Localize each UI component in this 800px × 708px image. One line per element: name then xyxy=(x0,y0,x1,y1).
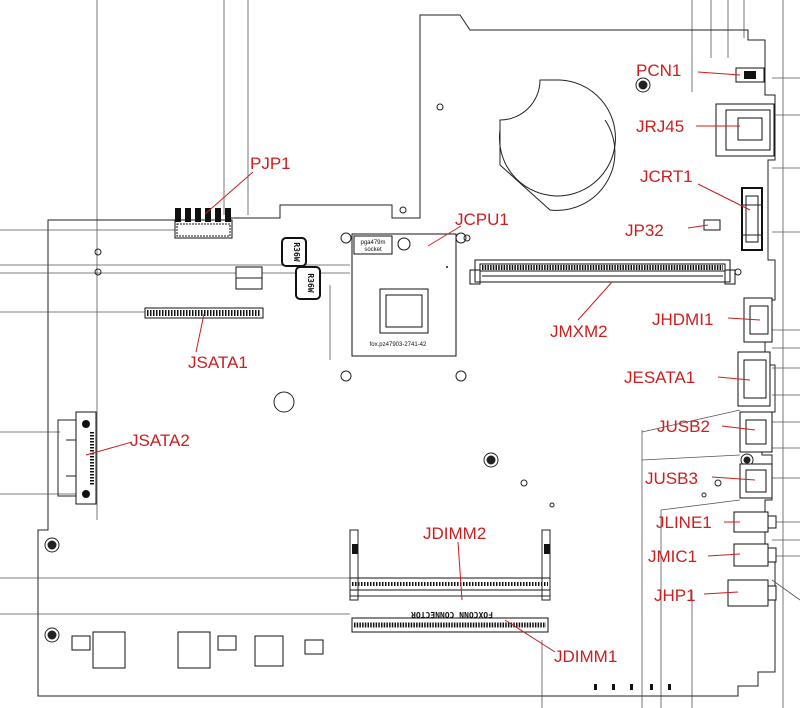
r36w-label-b: R36W xyxy=(306,273,315,292)
jrj45-connector[interactable] xyxy=(715,103,775,157)
label-jcrt1: JCRT1 xyxy=(640,167,693,186)
leader-lines xyxy=(85,71,761,653)
label-pcn1: PCN1 xyxy=(636,61,681,80)
label-jsata2: JSATA2 xyxy=(130,431,190,450)
jsata2-connector[interactable] xyxy=(57,411,97,505)
label-jline1: JLINE1 xyxy=(656,513,712,532)
jline1-connector[interactable] xyxy=(733,511,777,533)
label-jmic1: JMIC1 xyxy=(648,547,697,566)
jmic1-connector[interactable] xyxy=(733,543,777,567)
jsata1-connector[interactable] xyxy=(144,307,264,319)
jcrt1-connector[interactable] xyxy=(741,187,763,251)
jusb3-connector[interactable] xyxy=(739,463,773,499)
jdimm1-connector[interactable]: FOXCONN CONNECTOR xyxy=(351,610,549,633)
socket-name-text: pga479m xyxy=(360,240,385,246)
pjp1-connector[interactable] xyxy=(174,208,233,239)
mounting-holes xyxy=(44,77,754,643)
jp32-jumper[interactable] xyxy=(703,219,721,231)
fan-outline xyxy=(498,79,616,197)
bottom-components xyxy=(71,631,671,690)
jdimm2-connector[interactable] xyxy=(349,529,551,601)
jusb2-connector[interactable] xyxy=(739,411,773,453)
socket-word-text: socket xyxy=(364,247,382,253)
r36w-resistors: R36W R36W xyxy=(235,237,321,300)
cpu-socket[interactable]: pga479m socket fox.pz47903-2741-42 xyxy=(351,233,457,357)
r36w-label-a: R36W xyxy=(292,242,301,261)
label-jcpu1: JCPU1 xyxy=(455,210,509,229)
label-jsata1: JSATA1 xyxy=(188,353,248,372)
socket-part-text: fox.pz47903-2741-42 xyxy=(370,342,427,348)
label-jdimm1: JDIMM1 xyxy=(554,647,617,666)
dimm-mirror-text: FOXCONN CONNECTOR xyxy=(411,610,493,619)
fan-outline-edge xyxy=(499,119,616,211)
label-jusb3: JUSB3 xyxy=(645,469,698,488)
jmxm2-connector[interactable] xyxy=(469,259,736,285)
pcn1-connector[interactable] xyxy=(735,67,765,83)
label-jp32: JP32 xyxy=(625,221,664,240)
label-jusb2: JUSB2 xyxy=(657,417,710,436)
component-labels: PCN1 JRJ45 JCRT1 JP32 PJP1 JCPU1 JMXM2 J… xyxy=(130,61,713,666)
label-jrj45: JRJ45 xyxy=(636,117,684,136)
jhp1-connector[interactable] xyxy=(727,579,777,607)
label-jhdmi1: JHDMI1 xyxy=(652,310,713,329)
label-jdimm2: JDIMM2 xyxy=(423,524,486,543)
label-jmxm2: JMXM2 xyxy=(550,322,608,341)
label-jhp1: JHP1 xyxy=(654,586,696,605)
label-pjp1: PJP1 xyxy=(250,154,291,173)
label-jesata1: JESATA1 xyxy=(624,368,695,387)
